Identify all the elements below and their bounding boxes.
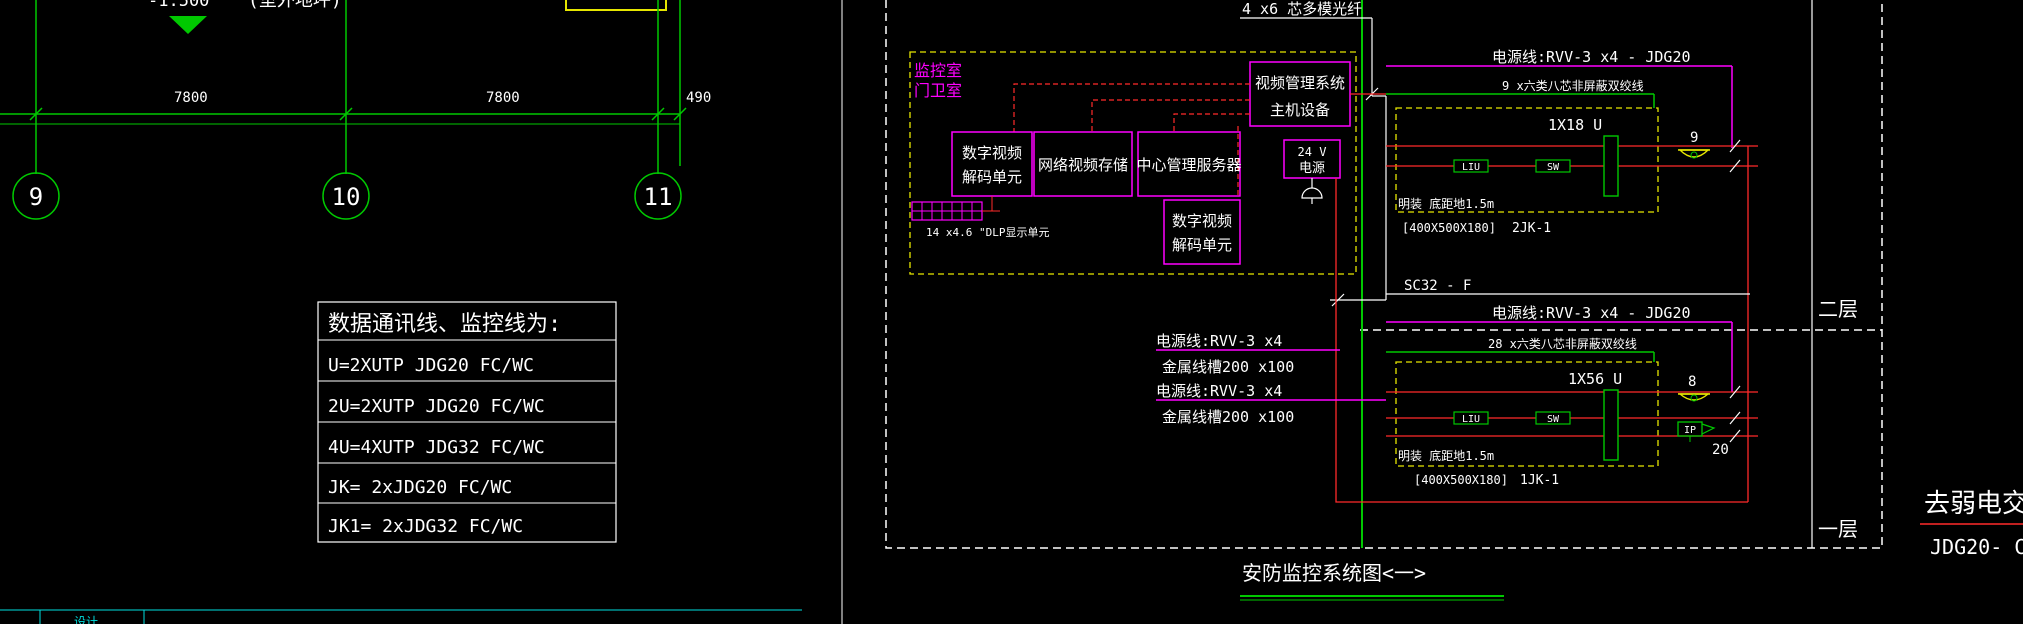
- decoder-unit-2-box[interactable]: [1163, 199, 1241, 265]
- decoder-unit-2-line-2: 解码单元: [1172, 236, 1232, 254]
- control-room-label-1: 监控室: [914, 61, 962, 80]
- grid-label-10: 10: [332, 183, 361, 211]
- dimension-7800-b: 7800: [486, 90, 520, 106]
- sc-pipe-label: SC32 - F: [1404, 278, 1471, 294]
- room-note: (室外地坪): [248, 0, 342, 11]
- dimension-490: 490: [686, 90, 711, 106]
- upper-patch-panel: [1603, 135, 1619, 197]
- lower-cable-count: 28 x六类八芯非屏蔽双绞线: [1488, 336, 1637, 351]
- elevation-triangle-icon: [169, 16, 207, 34]
- dimension-7800-a: 7800: [174, 90, 208, 106]
- cable-tick-marks: [1729, 139, 1741, 443]
- upper-cable-count: 9 x六类八芯非屏蔽双绞线: [1502, 78, 1644, 93]
- upper-liu-box[interactable]: [1453, 159, 1489, 173]
- upper-box-id: 2JK-1: [1512, 221, 1551, 236]
- upper-dome-camera-icon: [1678, 149, 1710, 159]
- legend-row-5: JK1= 2xJDG32 FC/WC: [328, 516, 523, 537]
- dlp-display-wall: [911, 196, 1000, 221]
- upper-cabinet-spec: 1X18 U: [1548, 116, 1602, 134]
- vms-host-line-1: 视频管理系统: [1255, 74, 1345, 92]
- grid-bubble-11: [634, 172, 682, 220]
- upper-box-mount: 明装 底距地1.5m: [1398, 196, 1494, 211]
- right-fragment-subtitle: JDG20- C: [1930, 535, 2023, 559]
- elevation-mark: -1.500: [148, 0, 209, 11]
- control-room-label-2: 门卫室: [914, 81, 962, 100]
- lower-camera-count: 8: [1688, 374, 1696, 390]
- floor-label-1: 一层: [1818, 517, 1858, 541]
- security-system-diagram: 二层 一层 4 x6 芯多模光纤 监控室 门卫室 视频管理系统 主机设备 数字视…: [885, 0, 1883, 601]
- legend-row-2: 2U=2XUTP JDG20 FC/WC: [328, 396, 545, 417]
- left-tray-label-2: 金属线槽200 x100: [1162, 408, 1294, 426]
- lower-patch-panel: [1603, 389, 1619, 461]
- legend-row-1: U=2XUTP JDG20 FC/WC: [328, 355, 534, 376]
- right-fragment-title: 去弱电交换: [1924, 489, 2023, 519]
- upper-cabinet-box[interactable]: [1395, 107, 1659, 213]
- grid-bubble-9: [12, 172, 60, 220]
- lower-box-mount: 明装 底距地1.5m: [1398, 448, 1494, 463]
- ip-camera-label: IP: [1684, 425, 1696, 436]
- power-supply-line-2: 电源: [1299, 161, 1325, 176]
- ip-camera-count: 20: [1712, 442, 1729, 458]
- left-power-label-2: 电源线:RVV-3 x4: [1156, 382, 1282, 400]
- upper-box-size: [400X500X180]: [1402, 221, 1496, 235]
- diagram-frame: [885, 0, 1883, 549]
- upper-sw-label: SW: [1547, 162, 1560, 173]
- top-cable-label: 4 x6 芯多模光纤: [1242, 0, 1362, 18]
- lower-cabinet-spec: 1X56 U: [1568, 370, 1622, 388]
- lower-liu-box[interactable]: [1453, 411, 1489, 425]
- legend-row-4: JK= 2xJDG20 FC/WC: [328, 477, 512, 498]
- lower-box-size: [400X500X180]: [1414, 473, 1508, 487]
- lower-dome-camera-icon: [1678, 393, 1710, 402]
- floor-label-2: 二层: [1818, 297, 1858, 321]
- control-room-box: [909, 51, 1357, 275]
- lower-power-label: 电源线:RVV-3 x4 - JDG20: [1492, 304, 1691, 322]
- right-edge-fragment: 去弱电交换 JDG20- C: [1920, 489, 2023, 559]
- legend-title: 数据通讯线、监控线为:: [328, 312, 561, 337]
- central-server-box[interactable]: [1137, 131, 1241, 197]
- left-tray-label-1: 金属线槽200 x100: [1162, 358, 1294, 376]
- upper-sw-box[interactable]: [1535, 159, 1571, 173]
- lower-sw-label: SW: [1547, 414, 1560, 425]
- network-storage-label: 网络视频存储: [1038, 156, 1128, 174]
- power-riser-line: [1335, 178, 1748, 503]
- lower-sw-box[interactable]: [1535, 411, 1571, 425]
- dlp-wall-label: 14 x4.6 "DLP显示单元: [926, 226, 1049, 239]
- left-floor-plan: -1.500 (室外地坪) 7800 7800 490 9 10 11: [0, 0, 802, 624]
- diagram-title: 安防监控系统图<一>: [1242, 561, 1426, 585]
- power-supply-line-1: 24 V: [1298, 145, 1327, 159]
- vms-host-line-2: 主机设备: [1270, 101, 1330, 119]
- central-server-label: 中心管理服务器: [1136, 156, 1241, 174]
- lower-liu-label: LIU: [1462, 414, 1480, 425]
- yellow-room-block: [565, 0, 667, 11]
- decoder-unit-1-line-1: 数字视频: [962, 144, 1022, 162]
- legend-row-3: 4U=4XUTP JDG32 FC/WC: [328, 437, 545, 458]
- left-power-label-1: 电源线:RVV-3 x4: [1156, 332, 1282, 350]
- ip-camera-icon: [1677, 421, 1716, 442]
- grid-label-11: 11: [644, 183, 673, 211]
- upper-liu-label: LIU: [1462, 162, 1480, 173]
- legend-table: 数据通讯线、监控线为: U=2XUTP JDG20 FC/WC 2U=2XUTP…: [317, 301, 617, 543]
- grid-bubble-10: [322, 172, 370, 220]
- upper-camera-count: 9: [1690, 130, 1698, 146]
- lower-cabinet-box[interactable]: [1395, 361, 1659, 467]
- title-strip-text: 设计: [74, 615, 98, 624]
- network-storage-box[interactable]: [1033, 131, 1133, 197]
- grid-label-9: 9: [29, 183, 43, 211]
- lower-box-id: 1JK-1: [1520, 473, 1559, 488]
- upper-power-label: 电源线:RVV-3 x4 - JDG20: [1492, 48, 1691, 66]
- power-socket-icon: [1301, 178, 1323, 204]
- decoder-unit-1-box[interactable]: [951, 131, 1033, 197]
- decoder-unit-1-line-2: 解码单元: [962, 168, 1022, 186]
- decoder-unit-2-line-1: 数字视频: [1172, 212, 1232, 230]
